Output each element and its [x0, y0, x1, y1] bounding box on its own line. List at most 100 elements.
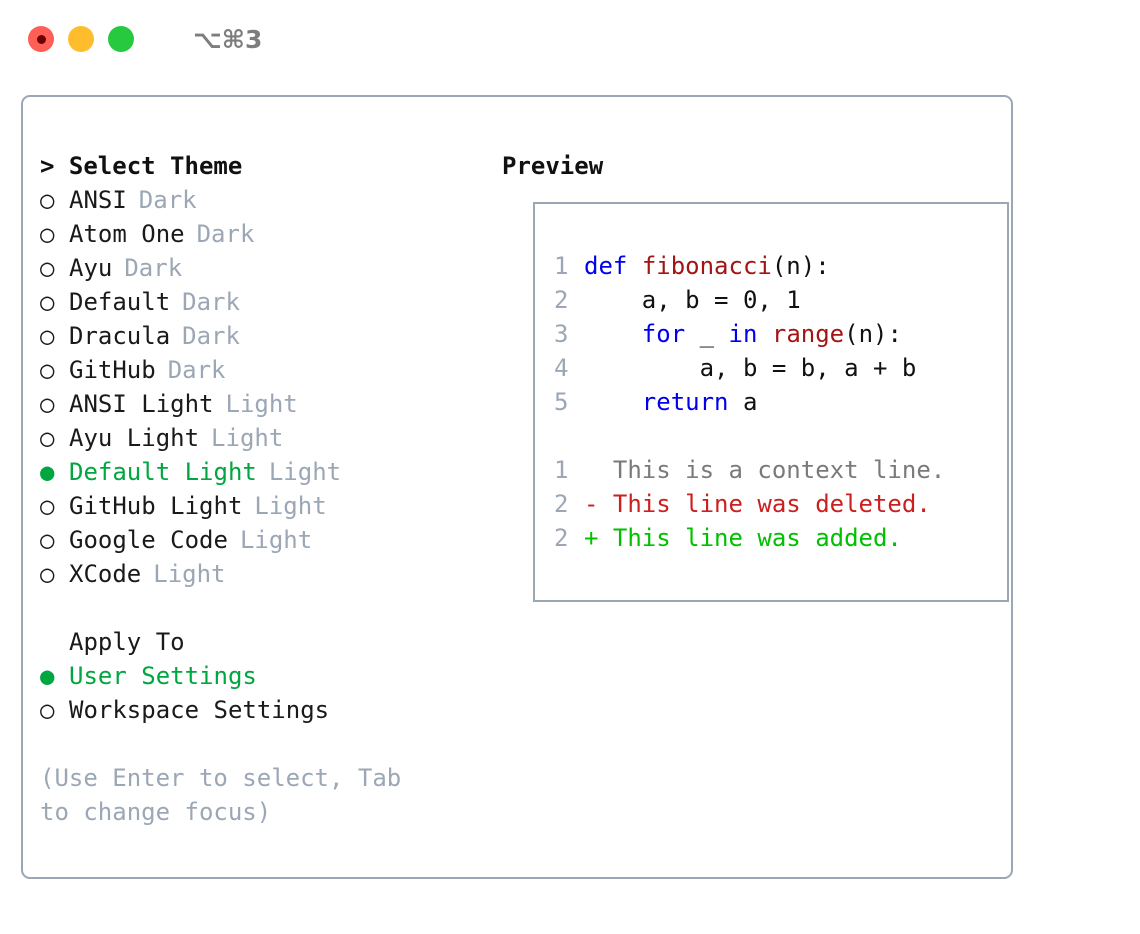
minimize-button[interactable] [68, 26, 94, 52]
theme-option-label: Default Light [69, 458, 257, 486]
radio-unselected-icon: ○ [40, 356, 55, 384]
apply-to-option-workspace-settings[interactable]: ○ Workspace Settings [40, 693, 490, 727]
code-token [627, 252, 641, 280]
radio-unselected-icon: ○ [40, 390, 55, 418]
code-line: 2 a, b = 0, 1 [554, 283, 999, 317]
theme-option-label: Ayu [69, 254, 113, 282]
keyboard-shortcut-label: ⌥⌘3 [193, 24, 263, 54]
theme-option-category: Dark [182, 288, 240, 316]
theme-option-label: Google Code [69, 526, 228, 554]
code-line-number: 3 [554, 320, 569, 348]
code-token: fibonacci [641, 252, 772, 280]
diff-line-text: + This line was added. [584, 524, 902, 552]
code-line-number: 1 [554, 252, 569, 280]
theme-option-default[interactable]: ○ Default Dark [40, 285, 490, 319]
theme-option-category: Dark [124, 254, 183, 282]
radio-unselected-icon: ○ [40, 696, 55, 724]
diff-line-text: - This line was deleted. [584, 490, 931, 518]
preview-heading: Preview [502, 152, 604, 180]
hint-spacer [40, 727, 490, 761]
code-line-text: return a [584, 385, 758, 419]
theme-option-label: XCode [69, 560, 142, 588]
theme-option-default-light[interactable]: ● Default Light Light [40, 455, 490, 489]
theme-option-google-code[interactable]: ○ Google Code Light [40, 523, 490, 557]
code-line-text: a, b = b, a + b [584, 351, 917, 385]
code-token: a, b = b, a + b [584, 354, 917, 382]
theme-option-category: Light [268, 458, 342, 486]
code-token: def [584, 252, 628, 280]
code-token: in [728, 320, 758, 348]
diff-line-text: This is a context line. [584, 456, 946, 484]
radio-unselected-icon: ○ [40, 254, 55, 282]
radio-unselected-icon: ○ [40, 424, 55, 452]
code-line-number: 5 [554, 388, 569, 416]
code-token: (n): [771, 252, 830, 280]
code-line-number: 4 [554, 354, 569, 382]
theme-option-github-light[interactable]: ○ GitHub Light Light [40, 489, 490, 523]
apply-to-list[interactable]: ●User Settings ○ Workspace Settings [40, 659, 490, 727]
theme-option-category: Dark [196, 220, 255, 248]
radio-unselected-icon: ○ [40, 288, 55, 316]
code-line: 4 a, b = b, a + b [554, 351, 999, 385]
theme-option-category: Light [225, 390, 298, 418]
radio-unselected-icon: ○ [40, 322, 55, 350]
diff-line: 2 + This line was added. [554, 521, 999, 555]
theme-option-category: Dark [182, 322, 240, 350]
radio-unselected-icon: ○ [40, 526, 55, 554]
code-line-number: 2 [554, 286, 569, 314]
diff-line-number: 2 [554, 524, 569, 552]
diff-line-number: 2 [554, 490, 569, 518]
code-token [757, 320, 771, 348]
theme-option-ayu[interactable]: ○ Ayu Dark [40, 251, 490, 285]
code-token: a [728, 388, 758, 416]
theme-option-category: Light [239, 526, 313, 554]
code-line-text: for _ in range(n): [584, 317, 902, 351]
code-diff-spacer [554, 419, 999, 453]
code-token: a, b = 0, 1 [584, 286, 801, 314]
code-token: (n): [844, 320, 902, 348]
theme-option-category: Light [254, 492, 327, 520]
radio-unselected-icon: ○ [40, 186, 55, 214]
diff-lines: 1 This is a context line. 2 - This line wa… [554, 453, 999, 555]
apply-to-option-user-settings[interactable]: ●User Settings [40, 659, 490, 693]
theme-option-category: Light [211, 424, 284, 452]
maximize-button[interactable] [108, 26, 134, 52]
radio-selected-icon: ● [40, 458, 55, 486]
close-button[interactable] [28, 26, 54, 52]
code-line: 5 return a [554, 385, 999, 419]
diff-line: 2 - This line was deleted. [554, 487, 999, 521]
apply-to-heading: Apply To [69, 628, 185, 656]
theme-option-category: Light [153, 560, 226, 588]
theme-option-category: Dark [138, 186, 197, 214]
diff-line: 1 This is a context line. [554, 453, 999, 487]
diff-line-number: 1 [554, 456, 569, 484]
radio-selected-icon: ● [40, 662, 55, 690]
code-line-text: a, b = 0, 1 [584, 283, 801, 317]
window-titlebar: ⌥⌘3 [0, 0, 1140, 78]
theme-option-label: GitHub Light [69, 492, 243, 520]
code-line: 1 def fibonacci(n): [554, 249, 999, 283]
radio-unselected-icon: ○ [40, 492, 55, 520]
code-token [584, 320, 642, 348]
apply-to-option-label: Workspace Settings [69, 696, 330, 724]
list-spacer [40, 591, 490, 625]
theme-option-label: Default [69, 288, 171, 316]
theme-option-label: Atom One [69, 220, 185, 248]
code-token: range [771, 320, 845, 348]
